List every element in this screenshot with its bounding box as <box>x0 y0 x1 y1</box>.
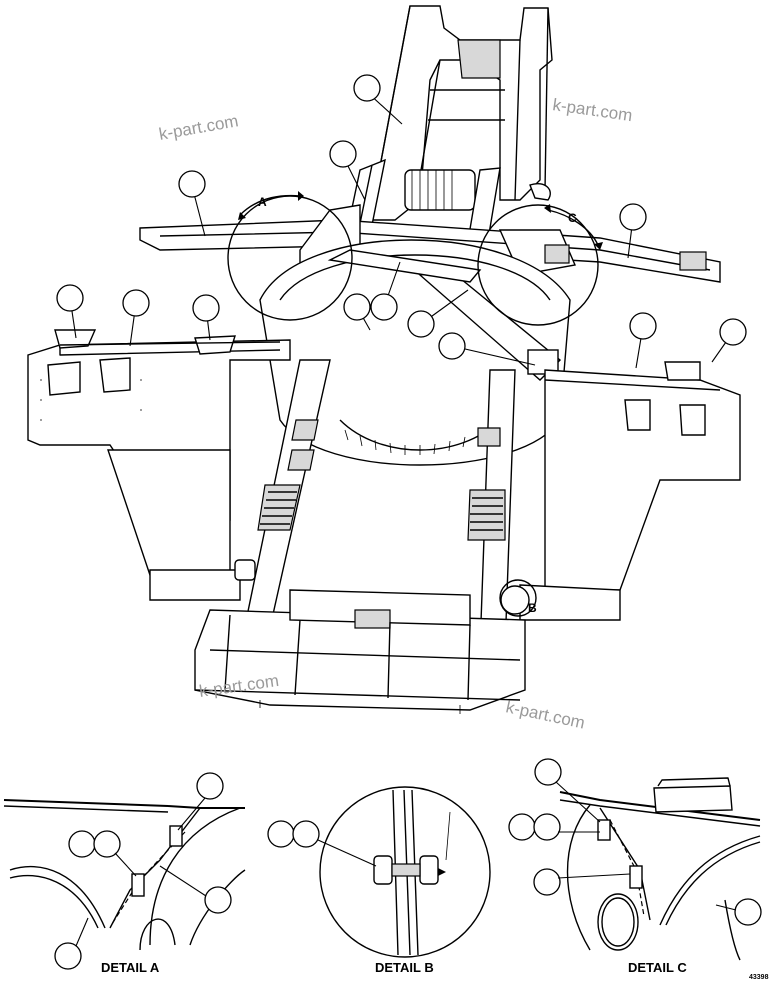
callout-bubble <box>178 170 206 198</box>
detail-a-label: DETAIL A <box>101 960 160 975</box>
callout-bubble <box>192 294 220 322</box>
main-callouts <box>56 74 747 369</box>
main-frame-assembly: A C B <box>27 5 741 714</box>
figure-number: 43398 <box>749 974 769 981</box>
callout-bubble <box>343 293 371 321</box>
callout-bubble <box>56 284 84 312</box>
watermark: k-part.com <box>157 111 239 144</box>
rear-frame <box>194 589 526 714</box>
step-gratings <box>257 419 506 541</box>
upper-tower <box>369 5 553 221</box>
watermark: k-part.com <box>551 95 633 125</box>
detail-a: DETAIL A <box>3 772 246 975</box>
callout-bubble <box>329 140 357 168</box>
callout-bubble <box>619 203 647 231</box>
centre-brace <box>327 249 562 381</box>
watermark: k-part.com <box>504 697 586 732</box>
callout-bubble <box>407 310 435 338</box>
callout-bubble <box>438 332 466 360</box>
view-circles <box>227 191 603 617</box>
detail-c-label: DETAIL C <box>628 960 687 975</box>
callout-bubble <box>370 293 398 321</box>
view-marker-c: C <box>568 211 577 225</box>
callout-bubble <box>629 312 657 340</box>
detail-b-label: DETAIL B <box>375 960 434 975</box>
callout-bubble <box>719 318 747 346</box>
detail-c: DETAIL C <box>508 758 762 975</box>
right-deck <box>519 361 741 621</box>
callout-bubble <box>122 289 150 317</box>
view-marker-a: A <box>258 195 267 209</box>
detail-b: DETAIL B <box>267 786 491 975</box>
callout-bubble <box>353 74 381 102</box>
view-marker-b: B <box>528 601 537 615</box>
left-deck <box>27 329 291 591</box>
